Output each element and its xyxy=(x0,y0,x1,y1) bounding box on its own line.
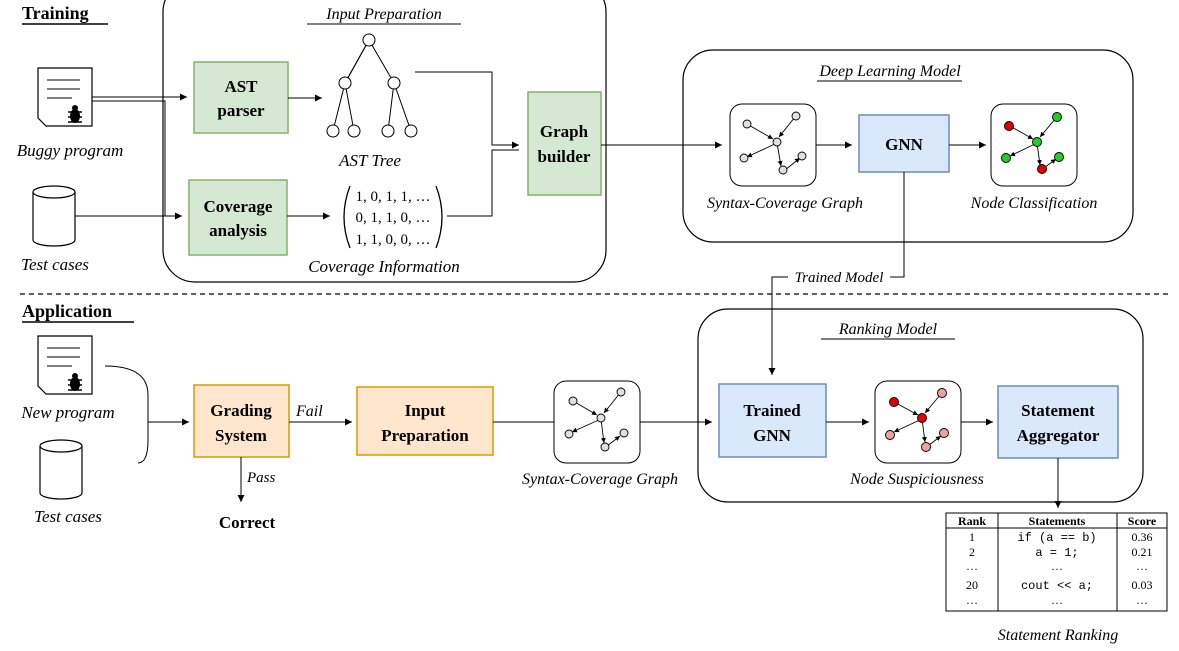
input-preparation-box xyxy=(356,386,494,456)
statement-ranking-table: Rank Statements Score 1 if (a == b) 0.36… xyxy=(945,512,1168,612)
node-suspiciousness-label: Node Suspiciousness xyxy=(849,471,984,488)
graph-builder-label-2: builder xyxy=(538,147,591,166)
coverage-matrix-row: 0, 1, 1, 0, … xyxy=(356,210,431,226)
table-header-score: Score xyxy=(1128,514,1157,528)
coverage-matrix: 1, 0, 1, 1, … 0, 1, 1, 0, … 1, 1, 0, 0, … xyxy=(343,185,443,249)
table-cell: … xyxy=(966,559,978,573)
statement-ranking-caption: Statement Ranking xyxy=(998,627,1118,644)
ranking-model-container xyxy=(697,308,1144,503)
trained-model-label: Trained Model xyxy=(795,270,884,286)
syntax-coverage-graph-box xyxy=(553,380,641,464)
gnn-box xyxy=(858,114,950,173)
deep-learning-title: Deep Learning Model xyxy=(818,63,961,80)
table-cell: a = 1; xyxy=(1035,546,1078,560)
table-cell: … xyxy=(1051,593,1063,607)
statement-aggregator-label-1: Statement xyxy=(1021,401,1095,420)
input-preparation-label-2: Preparation xyxy=(381,426,469,445)
new-program-icon xyxy=(37,335,93,395)
ast-parser-box xyxy=(193,61,289,134)
table-cell: 2 xyxy=(969,545,975,559)
trained-gnn-label-1: Trained xyxy=(743,401,801,420)
table-cell: 0.21 xyxy=(1132,545,1153,559)
correct-label: Correct xyxy=(219,513,276,532)
trained-gnn-label-2: GNN xyxy=(753,426,792,445)
test-cases-database-icon xyxy=(39,439,83,500)
pass-label: Pass xyxy=(246,470,276,486)
ast-tree-label: AST Tree xyxy=(338,151,401,170)
fail-label: Fail xyxy=(295,403,323,420)
syntax-coverage-graph-label: Syntax-Coverage Graph xyxy=(522,471,678,488)
grading-system-label-1: Grading xyxy=(210,401,272,420)
statement-aggregator-box xyxy=(997,385,1119,459)
node-classification-label: Node Classification xyxy=(970,195,1098,212)
deep-learning-container xyxy=(682,49,1134,243)
graph-builder-label-1: Graph xyxy=(540,122,589,141)
input-preparation-container xyxy=(162,0,607,283)
table-header-statements: Statements xyxy=(1029,514,1086,528)
table-cell: 20 xyxy=(966,578,978,592)
ast-tree-icon xyxy=(326,33,418,138)
statement-aggregator-label-2: Aggregator xyxy=(1017,426,1100,445)
gnn-label: GNN xyxy=(885,135,924,154)
classified-graph-icon xyxy=(1001,112,1064,174)
table-cell: 0.36 xyxy=(1132,530,1153,544)
coverage-info-label: Coverage Information xyxy=(308,257,460,276)
table-cell: if (a == b) xyxy=(1017,531,1096,545)
graph-icon xyxy=(739,111,807,175)
buggy-program-label: Buggy program xyxy=(17,141,124,160)
coverage-analysis-box xyxy=(188,179,288,256)
coverage-matrix-row: 1, 0, 1, 1, … xyxy=(356,189,431,205)
grading-system-label-2: System xyxy=(215,426,267,445)
coverage-analysis-label-2: analysis xyxy=(209,221,267,240)
new-program-label: New program xyxy=(20,403,114,422)
table-cell: 1 xyxy=(969,530,975,544)
ranking-model-title: Ranking Model xyxy=(838,321,938,338)
coverage-analysis-label-1: Coverage xyxy=(204,197,273,216)
buggy-program-icon xyxy=(37,67,93,127)
ast-parser-label-1: AST xyxy=(224,77,258,96)
grading-system-box xyxy=(193,384,290,458)
input-preparation-title: Input Preparation xyxy=(325,6,441,23)
graph-builder-box xyxy=(527,91,602,196)
trained-gnn-box xyxy=(718,383,827,458)
node-suspiciousness-box xyxy=(874,380,962,464)
table-cell: cout << a; xyxy=(1021,579,1093,593)
test-cases-label: Test cases xyxy=(34,507,102,526)
suspiciousness-graph-icon xyxy=(885,388,949,452)
test-cases-database-icon xyxy=(32,185,76,247)
ast-parser-label-2: parser xyxy=(217,101,265,120)
training-heading: Training xyxy=(22,3,89,23)
table-cell: … xyxy=(1051,559,1063,573)
table-cell: 0.03 xyxy=(1132,578,1153,592)
table-cell: … xyxy=(966,593,978,607)
syntax-coverage-graph-label: Syntax-Coverage Graph xyxy=(707,195,863,212)
table-cell: … xyxy=(1136,593,1148,607)
table-header-rank: Rank xyxy=(958,514,986,528)
table-cell: … xyxy=(1136,559,1148,573)
input-preparation-label-1: Input xyxy=(405,401,446,420)
test-cases-label: Test cases xyxy=(21,255,89,274)
coverage-matrix-row: 1, 1, 0, 0, … xyxy=(356,232,431,248)
application-heading: Application xyxy=(22,301,112,321)
graph-icon xyxy=(564,387,629,452)
